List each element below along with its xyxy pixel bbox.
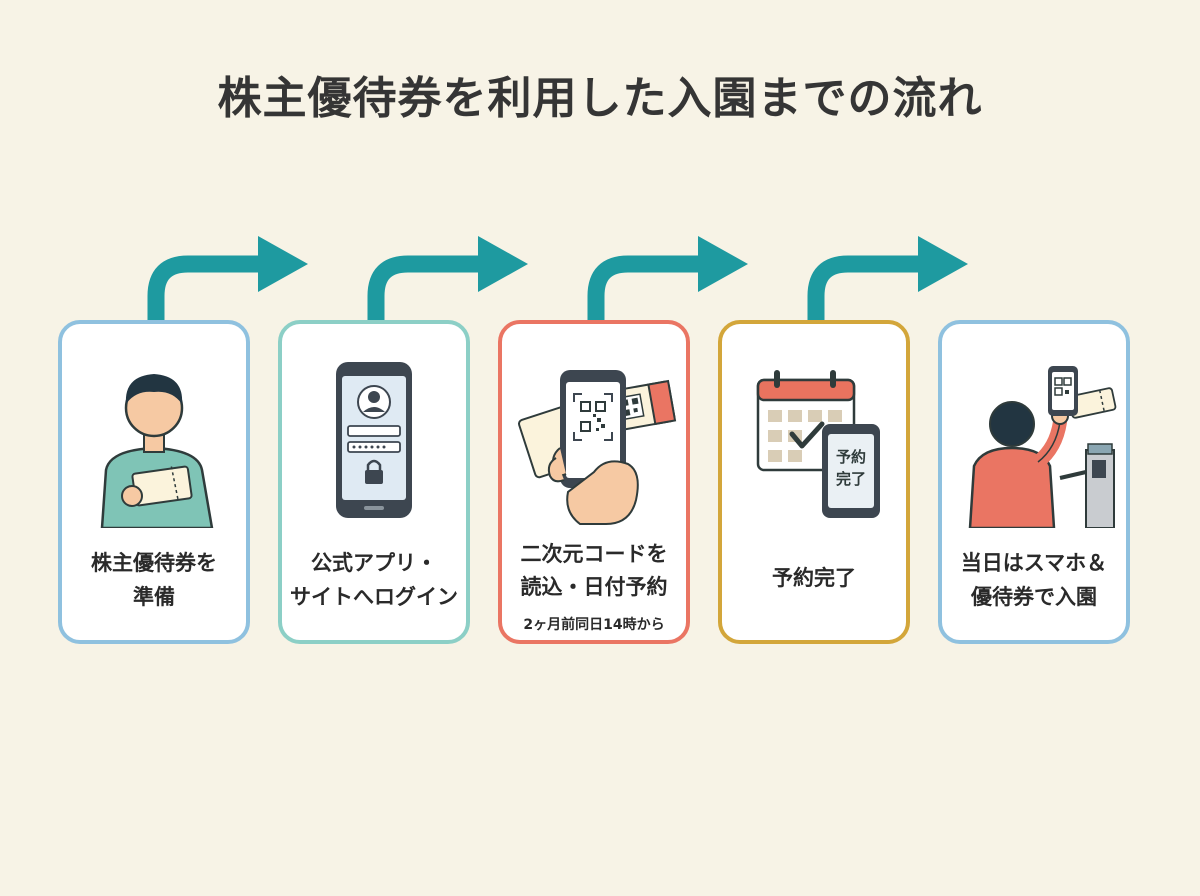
- flow-arrow-1: [147, 236, 308, 322]
- step-card-3: 二次元コードを 読込・日付予約 2ヶ月前同日14時から: [498, 320, 690, 644]
- flow-arrows: [147, 236, 968, 322]
- flow-arrow-2: [367, 236, 528, 322]
- step-label-2: 公式アプリ・ サイトへログイン: [290, 551, 458, 609]
- step-card-5: 当日はスマホ＆ 優待券で入園: [938, 320, 1130, 644]
- phone-scan-qr-ticket-icon: [517, 370, 677, 525]
- step-card-4: 予約 完了 予約完了: [718, 320, 910, 644]
- phone-text-line-2: 完了: [836, 470, 866, 488]
- flow-arrow-4: [807, 236, 968, 322]
- step-label-1: 株主優待券を 準備: [91, 551, 217, 609]
- step-card-2: 公式アプリ・ サイトへログイン: [278, 320, 470, 644]
- flow-arrow-3: [587, 236, 748, 322]
- page-title: 株主優待券を利用した入園までの流れ: [217, 73, 983, 124]
- step-card-1: 株主優待券を 準備: [58, 320, 250, 644]
- step-label-4: 予約完了: [772, 566, 856, 590]
- step-label-3: 二次元コードを 読込・日付予約: [520, 542, 668, 599]
- person-holding-ticket-icon: [100, 374, 214, 528]
- calendar-phone-reservation-icon: 予約 完了: [756, 370, 880, 518]
- smartphone-login-icon: [336, 362, 412, 518]
- step-note-3: 2ヶ月前同日14時から: [523, 617, 665, 633]
- phone-text-line-1: 予約: [836, 448, 866, 466]
- person-at-entry-gate-icon: [968, 366, 1117, 528]
- step-label-5: 当日はスマホ＆ 優待券で入園: [960, 551, 1108, 609]
